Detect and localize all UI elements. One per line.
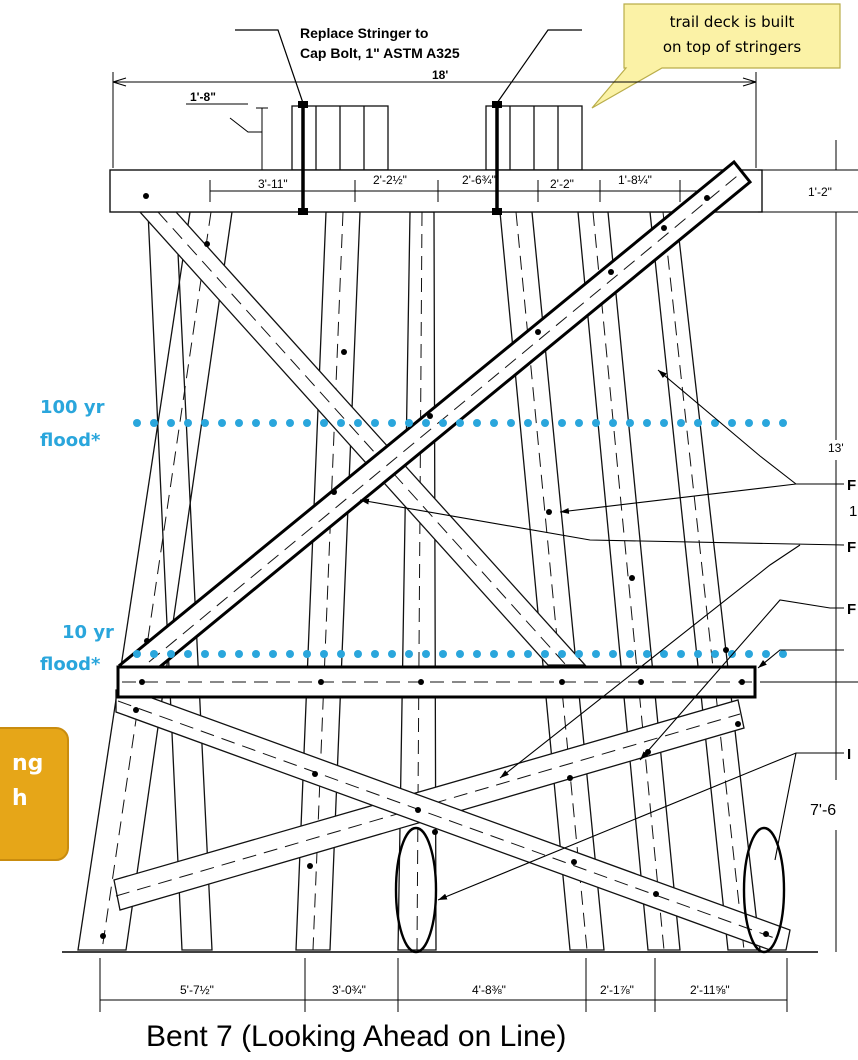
horizontal-brace-highlight [116, 665, 757, 699]
flood-10-line-2: flood* [40, 654, 101, 675]
header-line-2: Cap Bolt, 1" ASTM A325 [300, 45, 460, 61]
dim-cap-height: 1'-2" [808, 185, 832, 199]
side-badge: ng h [0, 727, 69, 861]
stringers-right [485, 105, 583, 171]
right-label-5: I [847, 746, 851, 763]
right-leaders [359, 369, 845, 901]
top-dimension-row [209, 180, 700, 202]
dim-bottom-1: 5'-7½" [180, 983, 214, 997]
dim-top-1: 3'-11" [258, 177, 288, 191]
callout-line-2: on top of stringers [663, 38, 801, 56]
flood-100-line-2: flood* [40, 430, 101, 451]
side-badge-line-1: ng [12, 751, 43, 776]
flood-line-10yr [133, 650, 787, 658]
lower-braces [113, 689, 791, 951]
dim-top-2: 2'-2½" [373, 173, 407, 187]
pile-tip-circles [394, 826, 786, 954]
bolt-ends [298, 101, 502, 215]
dim-top-3: 2'-6¾" [462, 173, 496, 187]
dim-top-4: 2'-2" [550, 177, 574, 191]
dim-bottom-2: 3'-0¾" [332, 983, 366, 997]
dim-upper-height: 13' [828, 441, 844, 455]
piles [77, 211, 761, 951]
right-label-2: 1 [849, 503, 857, 520]
side-badge-line-2: h [12, 786, 28, 811]
right-label-4: F [847, 601, 856, 618]
dim-top-5: 1'-8¼" [618, 173, 652, 187]
bolt-holes [100, 193, 769, 939]
stringers-left [291, 105, 389, 171]
cap-bolts [301, 104, 499, 215]
overall-dimension [112, 72, 757, 168]
dim-overall-width: 18' [432, 68, 448, 82]
dim-bottom-3: 4'-8⅜" [472, 983, 506, 997]
right-dimension-lines [758, 140, 858, 952]
header-line-1: Replace Stringer to [300, 25, 428, 41]
bottom-dimension-row [99, 958, 788, 1012]
dim-bottom-4: 2'-1⅞" [600, 983, 634, 997]
flood-line-100yr [133, 419, 787, 427]
deck-callout: trail deck is built on top of stringers [591, 3, 841, 109]
callout-line-1: trail deck is built [670, 13, 795, 31]
stringer-offset-dimension [186, 103, 268, 170]
flood-100-line-1: 100 yr [40, 397, 105, 418]
flood-10-line-1: 10 yr [62, 622, 114, 643]
dim-bottom-5: 2'-11⅝" [690, 983, 730, 997]
dim-stringer-offset: 1'-8" [190, 90, 216, 104]
right-label-3: F [847, 539, 856, 556]
drawing-caption: Bent 7 (Looking Ahead on Line) [146, 1020, 566, 1053]
dim-lower-height: 7'-6 [810, 802, 836, 819]
header-leaders [235, 29, 582, 104]
right-label-1: F [847, 477, 856, 494]
